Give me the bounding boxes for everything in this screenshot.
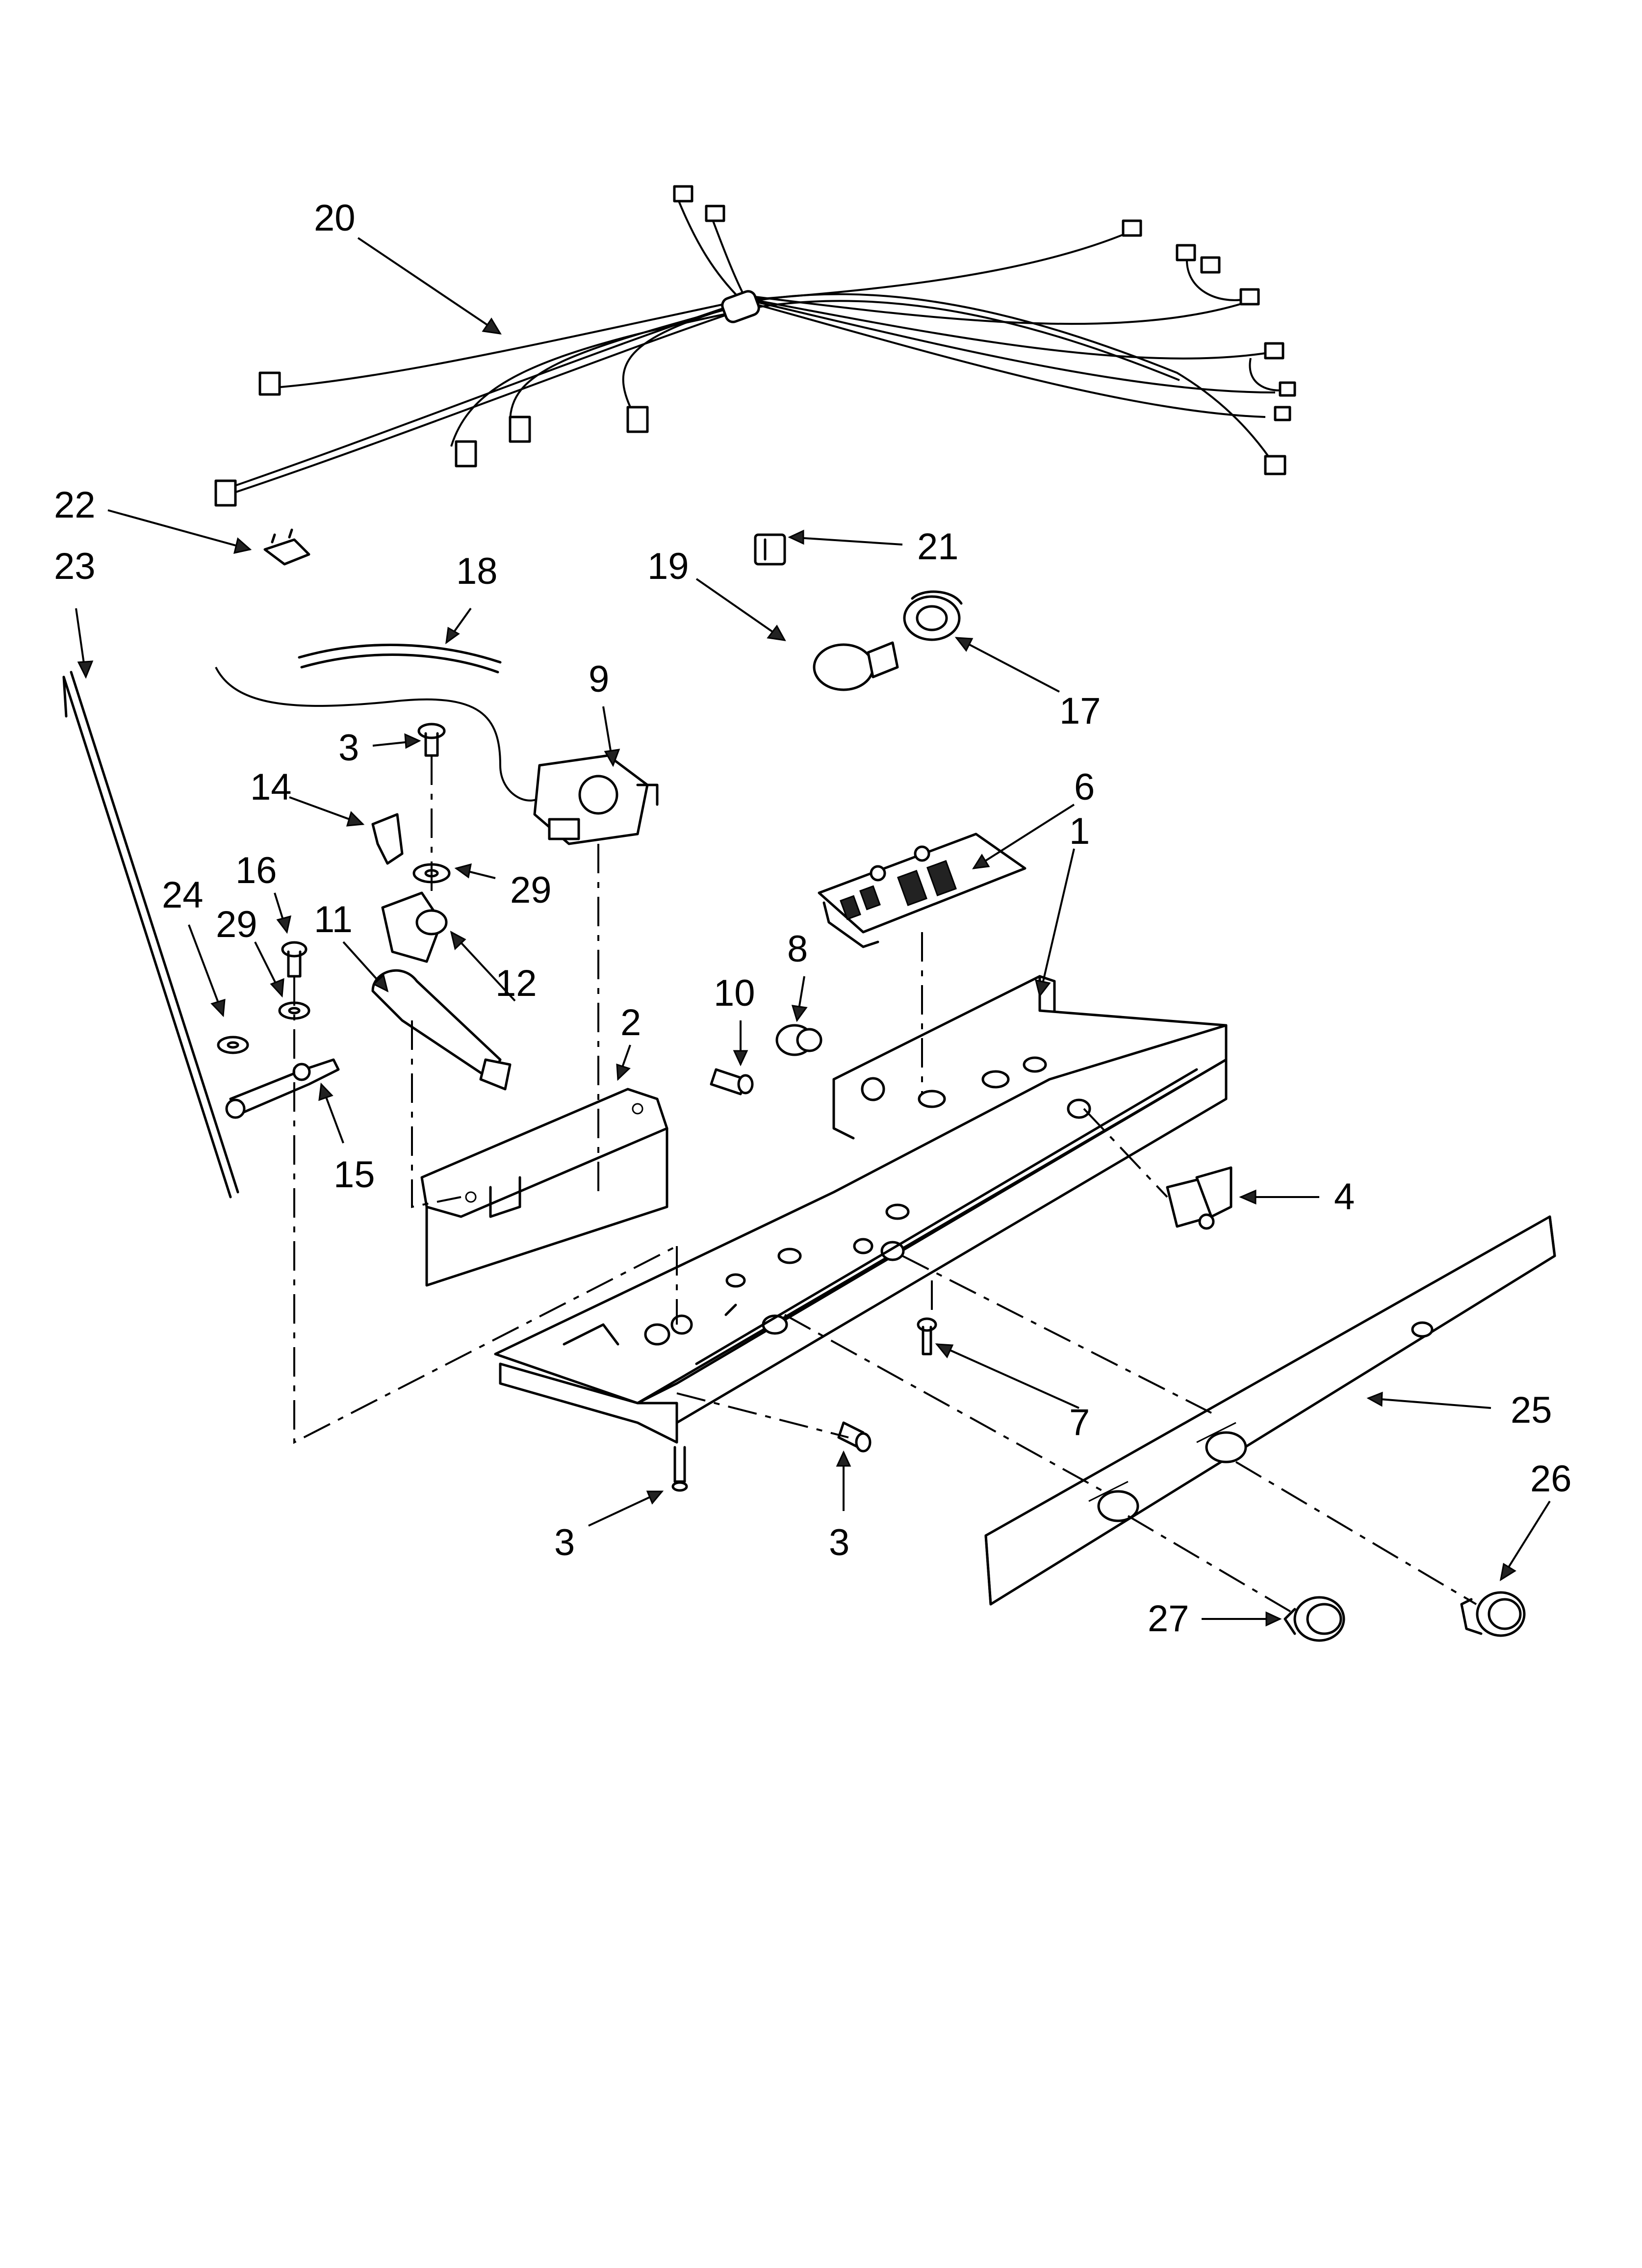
knob-part-26 [1460,1591,1526,1637]
screw-part-3-bottom-left [671,1446,688,1492]
screw-part-16 [281,941,308,978]
assembly-lines [293,756,1477,1615]
screw-part-7 [917,1317,937,1356]
callout-14: 14 [250,766,292,808]
callout-22: 22 [54,484,96,526]
control-board-part-6 [818,833,1026,948]
callout-9: 9 [589,658,609,700]
callout-1: 1 [1069,810,1090,852]
callout-23: 23 [54,546,96,587]
lever-part-15 [225,1058,340,1119]
callout-26: 26 [1530,1458,1572,1500]
callout-25: 25 [1511,1389,1552,1431]
callout-3-top: 3 [338,727,359,769]
bulb-part-19 [813,641,899,691]
callout-21: 21 [917,526,959,568]
callout-29-lower: 29 [216,904,257,945]
grommet-part-8 [775,1024,822,1056]
control-part-9 [215,667,659,845]
callout-10: 10 [714,972,755,1014]
callout-8: 8 [787,928,808,970]
wire-harness-part-20 [214,185,1296,507]
callout-27: 27 [1148,1598,1189,1640]
callout-7: 7 [1069,1402,1090,1443]
rod-part-23 [62,671,239,1199]
screw-part-3-bottom-right [837,1421,872,1453]
callout-17: 17 [1059,690,1101,732]
callout-11: 11 [314,899,353,940]
callout-2: 2 [620,1002,641,1043]
callout-6: 6 [1074,766,1095,808]
callout-20: 20 [314,197,356,239]
screw-part-3-top [417,723,446,757]
callout-labels: 20 22 23 18 19 21 17 9 3 14 29 6 1 24 16… [54,197,1572,1640]
callout-16: 16 [235,850,277,891]
callout-4: 4 [1334,1176,1355,1218]
callout-15: 15 [334,1154,375,1196]
clamp-part-12 [381,891,448,963]
knob-part-27 [1283,1596,1345,1642]
clip-part-22 [263,528,310,566]
housing-part-1 [494,975,1228,1444]
callout-19: 19 [647,546,689,587]
callout-24: 24 [162,874,204,916]
tube-part-18 [298,644,502,674]
callout-18: 18 [456,550,498,592]
callout-3-bottom-left: 3 [554,1522,575,1564]
leader-arrows [75,237,1551,1627]
socket-clip-part-21 [754,533,786,566]
callout-29-upper: 29 [510,869,552,911]
socket-part-17 [903,590,963,641]
washer-part-24 [217,1036,249,1054]
bracket-part-2 [420,1088,668,1287]
shaft-part-11 [371,969,512,1091]
callout-12: 12 [495,963,537,1004]
switch-part-4 [1166,1166,1232,1230]
panel-part-25 [984,1215,1556,1606]
screw-part-10 [710,1068,754,1095]
bracket-part-14 [371,813,404,865]
callout-3-bottom-right: 3 [829,1522,849,1564]
